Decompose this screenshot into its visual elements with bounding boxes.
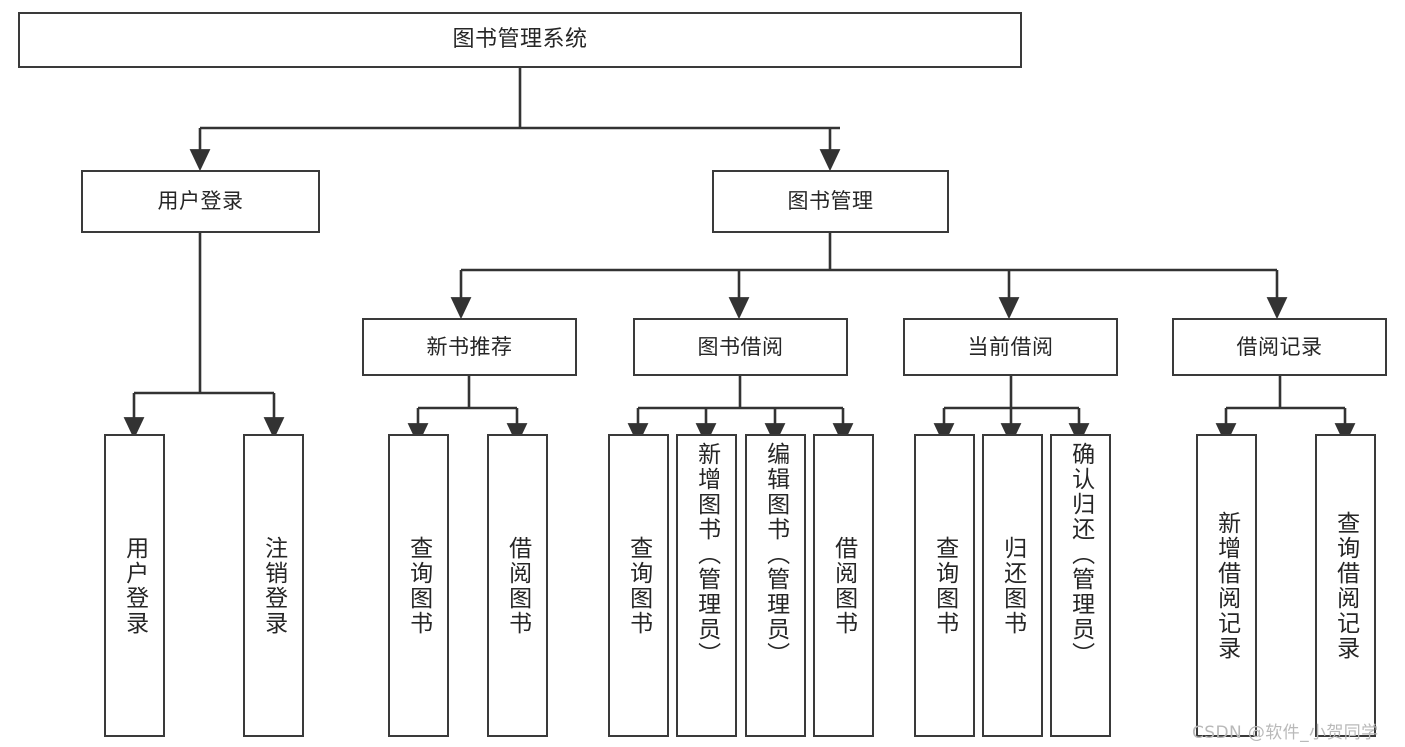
leaf-current-confirm-return-admin[interactable]: 确认归还（管理员） xyxy=(1050,434,1111,737)
leaf-recommend-borrow-book[interactable]: 借阅图书 xyxy=(487,434,548,737)
node-user-login-module[interactable]: 用户登录 xyxy=(81,170,320,233)
node-label: 借阅图书 xyxy=(830,535,857,636)
node-book-borrow[interactable]: 图书借阅 xyxy=(633,318,848,376)
node-label: 图书借阅 xyxy=(697,334,784,359)
leaf-borrow-edit-book-admin[interactable]: 编辑图书（管理员） xyxy=(745,434,806,737)
leaf-user-logout[interactable]: 注销登录 xyxy=(243,434,304,737)
node-root-system[interactable]: 图书管理系统 xyxy=(18,12,1022,68)
leaf-record-query-record[interactable]: 查询借阅记录 xyxy=(1315,434,1376,737)
node-label: 查询图书 xyxy=(625,535,652,636)
node-new-book-recommend[interactable]: 新书推荐 xyxy=(362,318,577,376)
leaf-borrow-query-book[interactable]: 查询图书 xyxy=(608,434,669,737)
node-label: 当前借阅 xyxy=(967,334,1054,359)
node-label: 借阅记录 xyxy=(1236,334,1323,359)
node-label: 用户登录 xyxy=(121,535,148,636)
node-label: 编辑图书（管理员） xyxy=(762,442,789,667)
node-label: 查询图书 xyxy=(405,535,432,636)
node-label: 归还图书 xyxy=(999,535,1026,636)
node-label: 用户登录 xyxy=(157,189,244,214)
node-label: 新书推荐 xyxy=(426,334,513,359)
leaf-borrow-add-book-admin[interactable]: 新增图书（管理员） xyxy=(676,434,737,737)
node-label: 查询借阅记录 xyxy=(1332,510,1359,661)
node-label: 新增图书（管理员） xyxy=(693,442,720,667)
node-label: 图书管理系统 xyxy=(452,27,588,53)
node-label: 新增借阅记录 xyxy=(1213,510,1240,661)
leaf-recommend-query-book[interactable]: 查询图书 xyxy=(388,434,449,737)
node-label: 确认归还（管理员） xyxy=(1067,442,1094,667)
node-label: 查询图书 xyxy=(931,535,958,636)
leaf-user-login[interactable]: 用户登录 xyxy=(104,434,165,737)
leaf-borrow-borrow-book[interactable]: 借阅图书 xyxy=(813,434,874,737)
leaf-current-query-book[interactable]: 查询图书 xyxy=(914,434,975,737)
node-book-management-module[interactable]: 图书管理 xyxy=(712,170,949,233)
node-current-borrow[interactable]: 当前借阅 xyxy=(903,318,1118,376)
leaf-record-add-record[interactable]: 新增借阅记录 xyxy=(1196,434,1257,737)
node-label: 注销登录 xyxy=(260,535,287,636)
node-label: 借阅图书 xyxy=(504,535,531,636)
leaf-current-return-book[interactable]: 归还图书 xyxy=(982,434,1043,737)
node-borrow-record[interactable]: 借阅记录 xyxy=(1172,318,1387,376)
csdn-watermark: CSDN @软件_小贺同学 xyxy=(1192,723,1379,743)
node-label: 图书管理 xyxy=(787,189,874,214)
